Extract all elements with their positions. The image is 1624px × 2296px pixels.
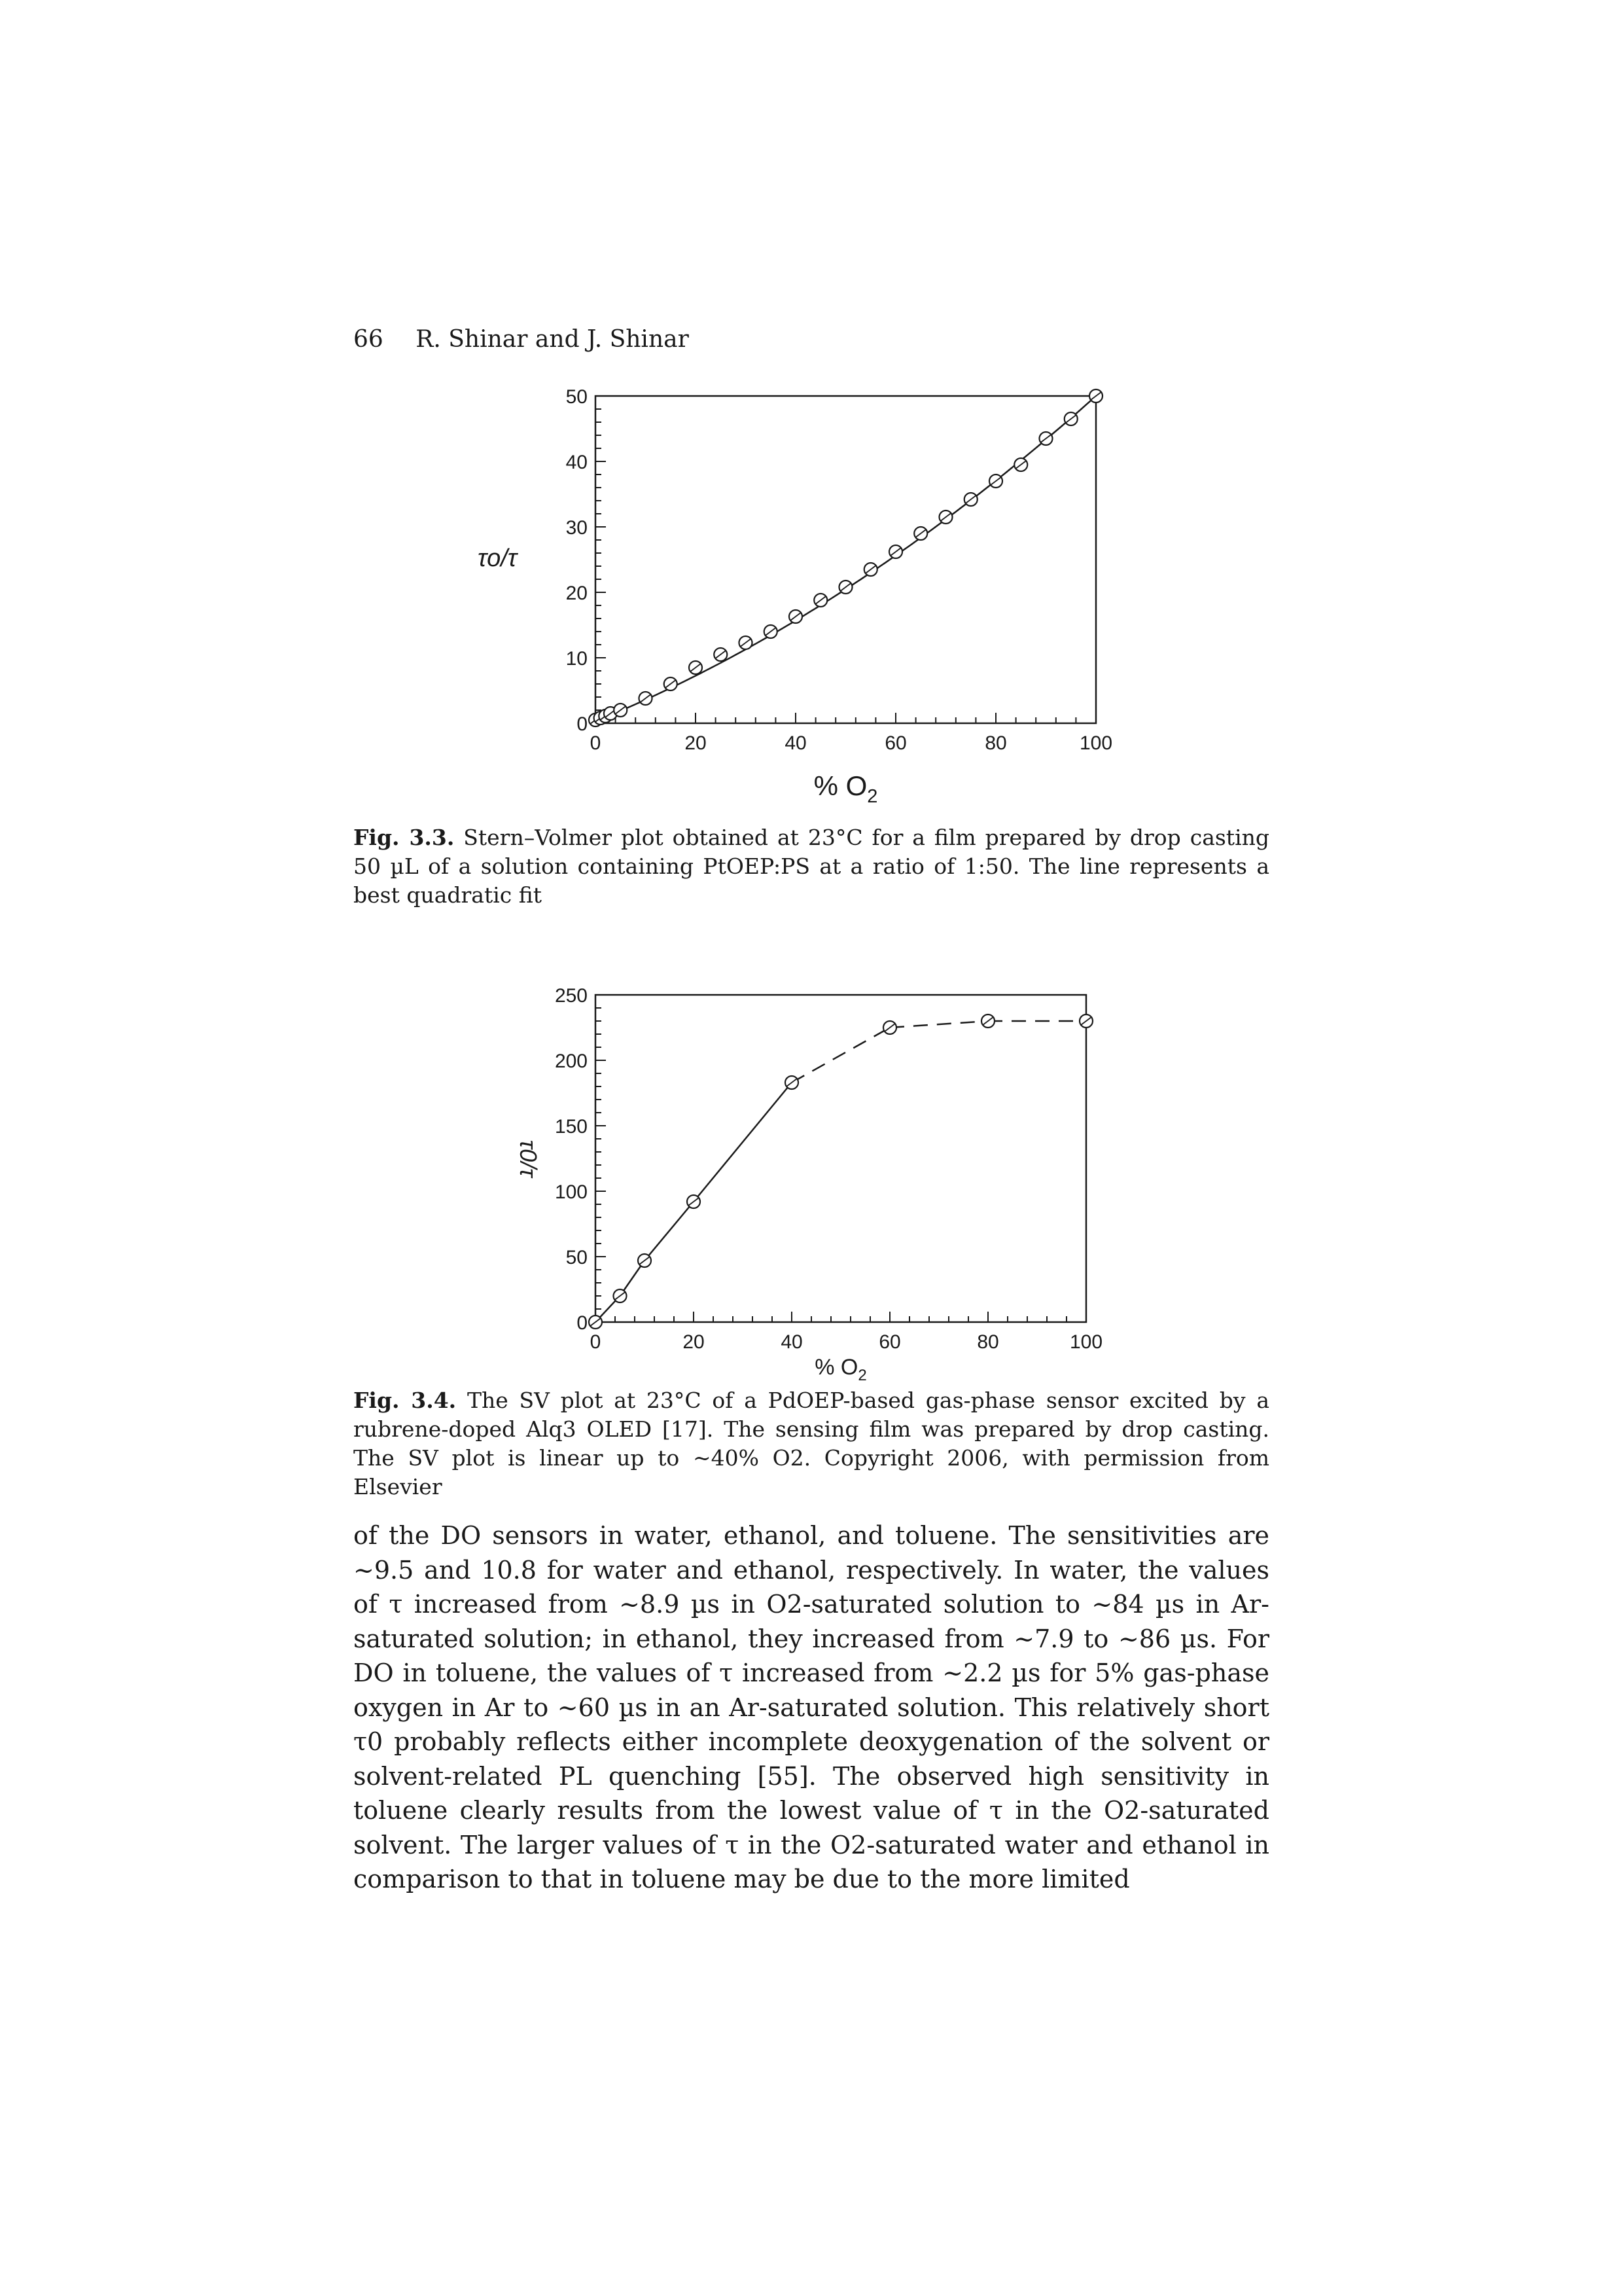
data-point-slash [940,512,952,522]
page-number: 66 [353,326,383,353]
y-tick-label: 10 [566,648,588,670]
y-tick-label: 40 [566,452,588,473]
data-point-slash [982,1016,994,1026]
running-header: 66 R. Shinar and J. Shinar [353,326,689,353]
y-tick-label: 20 [566,583,588,604]
x-tick-label: 100 [1070,1331,1103,1353]
x-tick-label: 0 [590,732,601,754]
x-tick-label: 80 [985,732,1006,754]
data-point-slash [688,1197,699,1206]
series-segment-dashed [889,1020,989,1029]
data-point-slash [715,650,726,659]
y-tick-label: 0 [576,713,588,735]
plot-frame [594,395,1097,725]
x-tick-label: 60 [885,732,906,754]
figure-3-4-caption-text: The SV plot at 23°C of a PdOEP-based gas… [353,1388,1269,1499]
data-point-slash [1090,391,1102,401]
figure-3-4-label: Fig. 3.4. [353,1388,457,1413]
figure-3-3-caption: Fig. 3.3. Stern–Volmer plot obtained at … [353,823,1269,910]
y-tick-label: 100 [555,1181,588,1203]
y-tick-label: 250 [555,985,588,1007]
data-point-slash [614,706,626,715]
series-segment-solid [693,1082,792,1202]
data-point-slash [884,1023,896,1032]
data-point-slash [614,1291,626,1300]
x-tick-label: 20 [682,1331,704,1353]
data-point-slash [915,529,927,538]
x-tick-label: 0 [590,1331,601,1353]
plot-frame [594,994,1087,1323]
data-point-slash [639,694,652,703]
data-point-slash [786,1078,798,1087]
data-point-slash [739,638,752,647]
series-segment-dashed [791,1026,891,1084]
x-tick-label: 40 [785,732,806,754]
data-point-slash [815,596,826,605]
figure-3-4-caption: Fig. 3.4. The SV plot at 23°C of a PdOEP… [353,1386,1269,1501]
figure-3-4-chart: 0 20 40 60 80 100 0 50 100 150 200 250 % O2 τ0/τ [515,985,1103,1384]
x-tick-label: 80 [977,1331,998,1353]
y-axis-label: τ0/τ [515,1140,542,1179]
x-tick-label: 100 [1080,732,1112,754]
data-point-slash [790,612,802,621]
data-point-slash [990,476,1002,486]
data-point-slash [1080,1016,1092,1026]
series-segment-solid [644,1201,694,1261]
data-point-slash [890,547,902,556]
data-point-slash [1015,460,1027,469]
quadratic-fit-line [595,395,1097,723]
figure-3-3-caption-text: Stern–Volmer plot obtained at 23°C for a… [353,825,1269,908]
data-point-slash [1065,414,1077,423]
data-point-slash [1040,434,1052,443]
y-tick-label: 200 [555,1050,588,1072]
x-axis-label: % O2 [815,1355,866,1384]
data-point-slash [839,583,852,592]
x-tick-label: 20 [684,732,706,754]
y-axis-label: τo/τ [478,545,519,572]
data-point-slash [665,679,677,689]
running-header-authors: R. Shinar and J. Shinar [415,326,689,353]
y-tick-label: 30 [566,517,588,539]
figure-3-3-label: Fig. 3.3. [353,825,455,850]
data-point-slash [865,565,877,574]
data-point-slash [590,1318,601,1327]
data-point-slash [765,627,777,636]
figure-3-3-chart: 0 20 40 60 80 100 0 10 20 30 40 50 % O2 τo/τ [478,386,1112,807]
y-tick-label: 50 [566,1247,588,1268]
x-tick-label: 40 [781,1331,802,1353]
y-tick-label: 0 [576,1312,588,1334]
y-tick-label: 50 [566,386,588,408]
data-point-slash [639,1256,650,1265]
body-paragraph: of the DO sensors in water, ethanol, and… [353,1521,1269,1893]
x-tick-label: 60 [879,1331,900,1353]
data-point-slash [690,663,701,672]
x-axis-label: % O2 [814,770,878,807]
y-tick-label: 150 [555,1116,588,1138]
data-point-slash [965,495,977,504]
